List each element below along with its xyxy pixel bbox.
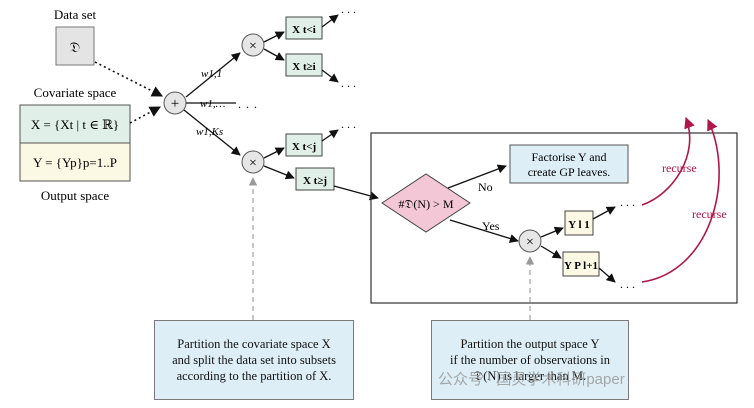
- product-node-output-symbol: ×: [526, 235, 534, 250]
- product-node-output: [518, 229, 542, 253]
- no-label: No: [478, 180, 493, 194]
- factorise-line-2: create GP leaves.: [528, 165, 611, 179]
- ellipsis-y1: . . .: [620, 195, 635, 209]
- dataset-box: [55, 26, 95, 66]
- edge-top-to-xtgei: [263, 48, 285, 61]
- factorise-box: [509, 144, 629, 184]
- factorise-line-1: Factorise Y and: [531, 150, 606, 164]
- output-partition-label-1: Y l 1: [568, 219, 590, 231]
- edge-bottom-to-xtgej: [263, 165, 295, 180]
- process-frame: [370, 132, 738, 304]
- dataset-symbol: 𝔇: [70, 41, 80, 56]
- partition-box-xt-less-j: [285, 133, 323, 157]
- weight-ellipsis: . . .: [238, 97, 258, 111]
- output-space-label: Output space: [41, 188, 109, 203]
- product-node-bottom: [241, 150, 265, 174]
- callout-output-line-2: if the number of observations in: [449, 353, 611, 367]
- covariate-space-label: Covariate space: [34, 85, 117, 100]
- output-partition-box-2: [562, 251, 600, 277]
- product-node-top: [241, 33, 265, 57]
- decision-diamond: [381, 173, 471, 233]
- edge-out-to-y1: [540, 226, 564, 238]
- weight-label-2: w1,…: [200, 98, 226, 110]
- yes-label: Yes: [482, 219, 500, 233]
- partition-label-xt-geq-i: X t≥i: [292, 61, 315, 73]
- callout-covariate-line-2: and split the data set into subsets: [172, 353, 336, 367]
- covariate-space-formula: X = {Xt | t ∈ ℝ}: [31, 117, 119, 132]
- product-node-top-symbol: ×: [249, 39, 257, 54]
- edge-top-to-xti: [263, 31, 285, 43]
- edge-xti-out: [321, 14, 339, 28]
- partition-box-xt-less-i: [285, 16, 323, 40]
- callout-output-line-1: Partition the output space Y: [460, 337, 600, 351]
- product-node-bottom-symbol: ×: [249, 156, 257, 171]
- weight-edge-3: [183, 109, 241, 156]
- no-edge: [447, 164, 507, 189]
- callout-covariate-line-1: Partition the covariate space X: [177, 337, 331, 351]
- edge-out-to-y2: [540, 245, 562, 259]
- recurse-arrow-1: [641, 116, 695, 206]
- sum-node-symbol: +: [171, 96, 179, 112]
- callout-output: Partition the output space Y if the numb…: [431, 320, 629, 400]
- recurse-arrow-2: [641, 118, 720, 283]
- space-to-sum-connector: [129, 106, 161, 124]
- partition-box-xt-geq-i: [285, 53, 323, 77]
- weight-label-3: w1,Ks: [196, 126, 223, 138]
- edge-xtgei-out: [321, 69, 339, 83]
- partition-label-xt-geq-j: X t≥j: [303, 175, 327, 187]
- partition-label-xt-less-j: X t<j: [292, 141, 316, 153]
- recurse-label-1: recurse: [662, 161, 697, 175]
- output-space-box: [19, 142, 131, 182]
- output-partition-label-2: Y P l+1: [564, 260, 598, 272]
- ellipsis-y2: . . .: [620, 277, 635, 291]
- partition-box-xt-geq-j: [295, 167, 335, 191]
- edge-bottom-to-xtj: [263, 147, 285, 159]
- output-space-formula: Y = {Yp}p=1..P: [33, 155, 117, 170]
- watermark: 公众号 · 国灵学术科研paper: [438, 371, 625, 388]
- edge-y2-out: [598, 267, 616, 283]
- edge-xtj-out: [321, 129, 339, 142]
- dataset-label: Data set: [54, 7, 97, 22]
- callout-covariate: Partition the covariate space X and spli…: [154, 320, 354, 400]
- covariate-space-box: [19, 104, 131, 144]
- weight-label-1: w1,1: [201, 68, 222, 80]
- partition-label-xt-less-i: X t<i: [292, 24, 316, 36]
- yes-edge: [449, 219, 519, 243]
- callout-covariate-line-3: according to the partition of X.: [176, 369, 332, 383]
- ellipsis-mid: . . .: [341, 117, 356, 131]
- edge-y1-out: [592, 206, 616, 220]
- weight-edge-1: [185, 52, 241, 98]
- decision-condition: #𝔇(N) > M: [399, 197, 454, 211]
- output-partition-box-1: [564, 210, 594, 236]
- recurse-label-2: recurse: [692, 207, 727, 221]
- callout-output-line-3: 𝔇(N) is larger than M.: [473, 369, 587, 383]
- ellipsis-top-2: . . .: [341, 76, 356, 90]
- ellipsis-top-1: . . .: [341, 2, 356, 16]
